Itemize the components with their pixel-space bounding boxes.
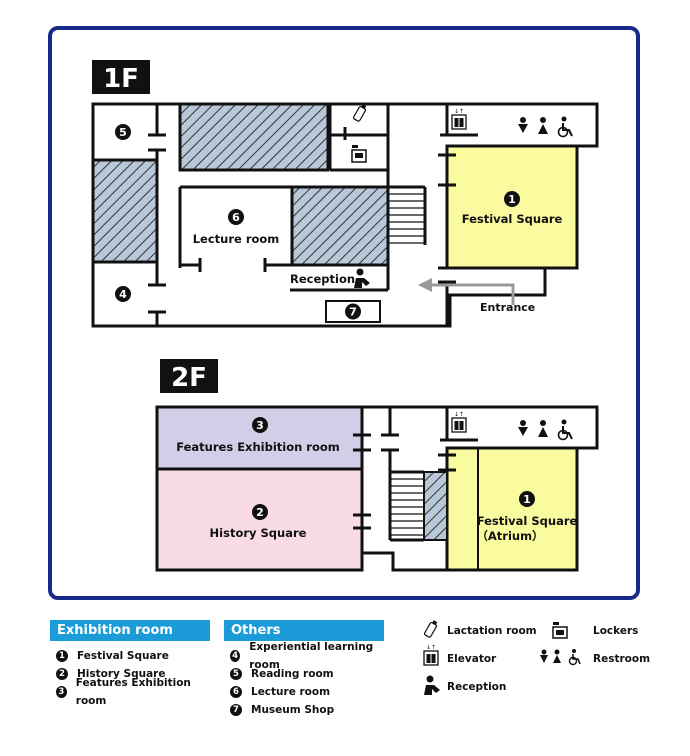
lecture-room-num: 6 bbox=[232, 211, 240, 224]
legend-exhibition-header: Exhibition room bbox=[50, 620, 210, 641]
entrance-arrow-icon bbox=[418, 278, 432, 292]
reception-icon bbox=[354, 268, 370, 288]
legend-num: 4 bbox=[230, 650, 241, 662]
features-badge bbox=[252, 417, 268, 433]
legend-item: 5 Reading room bbox=[224, 665, 384, 683]
restroom-icon-1f bbox=[518, 116, 573, 138]
shop-num-badge bbox=[345, 303, 361, 320]
legend-item: 7 Museum Shop bbox=[224, 701, 384, 719]
legend-num: 1 bbox=[56, 650, 68, 662]
legend-label: Festival Square bbox=[77, 650, 169, 662]
room5-num: 5 bbox=[119, 126, 127, 139]
festival-2f-badge bbox=[519, 491, 535, 507]
stairs-2f bbox=[390, 478, 424, 536]
festival-1f-num: 1 bbox=[508, 193, 516, 206]
legend-item: 3 Features Exhibition room bbox=[50, 677, 210, 707]
svg-text:↓↑: ↓↑ bbox=[454, 411, 464, 418]
elevator-icon-1f: ↓↑ bbox=[451, 108, 467, 130]
legend-label: Experiential learning room bbox=[249, 641, 374, 671]
legend-lactation-label: Lactation room bbox=[447, 625, 537, 637]
festival-2f-label: Festival Square bbox=[477, 514, 578, 528]
legend-lockers-label: Lockers bbox=[593, 625, 639, 637]
legend-num: 2 bbox=[56, 668, 68, 680]
features-exhibition-room[interactable] bbox=[155, 405, 364, 471]
legend-item: 4 Experiential learning room bbox=[224, 641, 384, 671]
features-label: Features Exhibition room bbox=[176, 440, 340, 454]
svg-text:↓↑: ↓↑ bbox=[426, 644, 436, 651]
hatched-area-2f bbox=[423, 471, 448, 541]
elevator-icon-2f: ↓↑ bbox=[451, 411, 467, 433]
festival-1f-badge bbox=[504, 191, 520, 207]
history-badge bbox=[252, 504, 268, 520]
legend-others: Others 4 Experiential learning room 5 Read… bbox=[224, 620, 384, 719]
hatched-area-1f-top bbox=[178, 102, 330, 172]
festival-2f-label2: （Atrium） bbox=[476, 529, 543, 543]
restroom-icon-2f bbox=[518, 419, 573, 441]
entrance-label: Entrance bbox=[480, 301, 535, 314]
legend-item: 1 Festival Square bbox=[50, 647, 210, 665]
legend-num: 5 bbox=[230, 668, 242, 680]
hatched-area-1f-center bbox=[290, 185, 390, 267]
floor-2f-badge bbox=[160, 359, 218, 393]
floor-1f-title: 1F bbox=[103, 64, 139, 94]
lockers-icon-1f bbox=[351, 145, 367, 163]
room4-badge bbox=[115, 286, 131, 302]
hatched-area-1f-left bbox=[91, 158, 159, 264]
legend-lactation-icon bbox=[423, 620, 438, 638]
legend-elevator-label: Elevator bbox=[447, 653, 497, 665]
legend-num: 7 bbox=[230, 704, 242, 716]
stairs-1f bbox=[388, 193, 425, 244]
entrance-path bbox=[430, 283, 515, 305]
legend-item: 6 Lecture room bbox=[224, 683, 384, 701]
legend-exhibition: Exhibition room 1 Festival Square 2 Histor… bbox=[50, 620, 210, 707]
svg-text:↓↑: ↓↑ bbox=[454, 108, 464, 115]
festival-1f-label: Festival Square bbox=[462, 212, 563, 226]
floor-2f-title: 2F bbox=[171, 363, 207, 393]
lecture-room-label: Lecture room bbox=[193, 232, 280, 246]
shop-num: 7 bbox=[349, 306, 357, 319]
legend-label: History Square bbox=[77, 668, 166, 680]
floor-1f-badge bbox=[92, 60, 150, 94]
legend-num: 3 bbox=[56, 686, 67, 698]
legend-num: 6 bbox=[230, 686, 242, 698]
room4-num: 4 bbox=[119, 288, 127, 301]
legend-restroom-icon bbox=[540, 649, 581, 666]
legend-label: Features Exhibition room bbox=[75, 677, 191, 707]
lactation-icon-1f bbox=[352, 104, 367, 122]
festival-square-2f[interactable] bbox=[445, 446, 579, 572]
walls-2f bbox=[388, 407, 478, 542]
history-label: History Square bbox=[210, 526, 307, 540]
room5-badge bbox=[115, 124, 131, 140]
legend-elevator-icon: ↓↑ bbox=[423, 644, 439, 666]
legend-reception-icon bbox=[424, 675, 440, 695]
history-num: 2 bbox=[256, 506, 264, 519]
reception-label: Reception bbox=[290, 272, 355, 286]
lecture-room-badge bbox=[228, 209, 244, 225]
legend-reception-label: Reception bbox=[447, 681, 507, 693]
doors-2f bbox=[353, 433, 456, 530]
features-num: 3 bbox=[256, 419, 264, 432]
legend-label: Museum Shop bbox=[251, 704, 335, 716]
legend-restroom-label: Restroom bbox=[593, 653, 651, 665]
legend-label: Reading room bbox=[251, 668, 334, 680]
festival-2f-num: 1 bbox=[523, 493, 531, 506]
legend-label: Lecture room bbox=[251, 686, 331, 698]
legend-lockers-icon bbox=[552, 622, 568, 639]
legend-item: 2 History Square bbox=[50, 665, 210, 683]
legend-others-header: Others bbox=[224, 620, 384, 641]
doors-1f bbox=[148, 127, 456, 314]
